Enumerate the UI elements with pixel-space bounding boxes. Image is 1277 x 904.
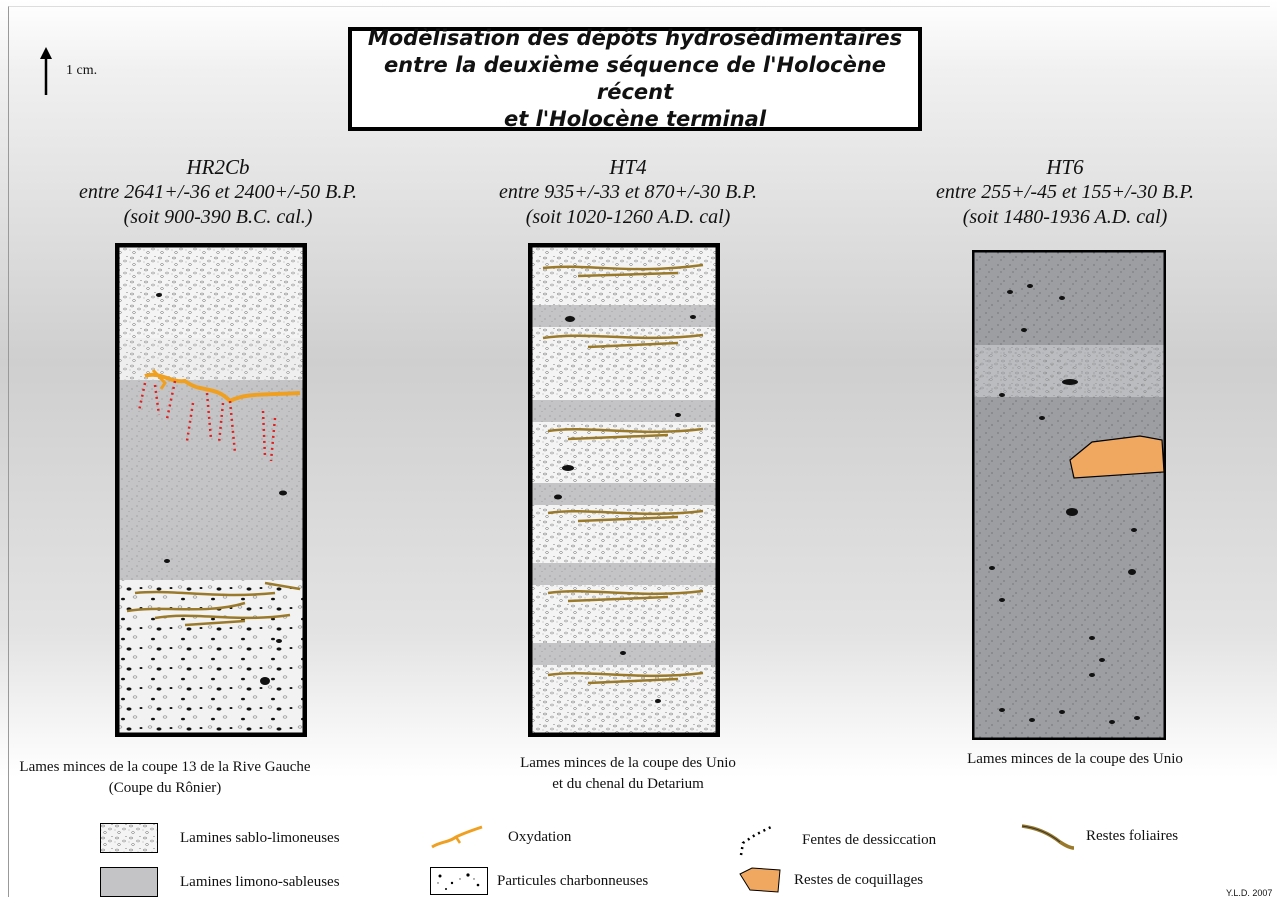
legend-label: Oxydation [508,828,572,845]
layer-silty-sand [528,483,720,505]
legend-charcoal: Particules charbonneuses [430,867,648,895]
column-dates: entre 255+/-45 et 155+/-30 B.P. [935,181,1195,203]
legend-label: Restes de coquillages [794,871,924,888]
column-dates: entre 935+/-33 et 870+/-30 B.P. [498,181,758,203]
legend-label: Lamines sablo-limoneuses [180,829,340,846]
thin-section-column-hr2cb [115,243,307,737]
caption-ht4: Lames minces de la coupe des Unio et du … [463,753,793,795]
legend-sandy-silt: Lamines sablo-limoneuses [100,823,340,853]
thin-section-column-ht4 [528,243,720,737]
title-line-2: entre la deuxième séquence de l'Holocène… [383,53,887,104]
column-code: HT4 [609,155,647,179]
desiccation-icon [739,825,772,856]
layer-silty-sand [528,305,720,327]
scale-arrow-icon [40,47,52,95]
layer-sandy-silt [115,243,307,338]
silty-sand-swatch-icon [100,867,158,897]
column-calibrated: (soit 1020-1260 A.D. cal) [525,206,731,228]
leaf-remains [542,263,704,685]
charcoal-particles [554,315,696,703]
oxidation-icon [431,825,483,849]
column-dates: entre 2641+/-36 et 2400+/-50 B.P. [78,181,358,203]
charcoal-swatch-icon [430,867,488,895]
diagram-title: Modèlisation des dépôts hydrosédimentair… [348,26,922,131]
shell-swatch-icon [739,867,781,893]
legend-leaf: Restes foliaires [1020,820,1178,852]
column-border [115,243,307,737]
layer-silty-sand [115,380,307,580]
caption-ht6: Lames minces de la coupe des Unio [910,749,1240,770]
layer-silty-sand [528,400,720,422]
charcoal-particles [156,293,287,685]
layer-sandy-silt-dense [115,338,307,380]
column-calibrated: (soit 1480-1936 A.D. cal) [962,206,1168,228]
leaf-remains-icon [1021,824,1075,850]
legend-silty-sand: Lamines limono-sableuses [100,867,340,897]
column-code: HR2Cb [186,155,250,179]
column-heading-hr2cb: HR2Cb entre 2641+/-36 et 2400+/-50 B.P. … [48,155,388,230]
column-code: HT6 [1046,155,1084,179]
oxidation-streak [151,368,167,390]
legend-shells: Restes de coquillages [738,866,923,894]
charcoal-particles [989,284,1140,724]
column-border [972,250,1166,740]
caption-line: (Coupe du Rônier) [108,780,222,796]
legend-desiccation: Fentes de dessiccation [735,823,936,857]
thin-section-column-ht6 [972,250,1166,740]
legend-label: Lamines limono-sableuses [180,873,340,890]
layer-silty-sand-dark [972,250,1166,740]
oxidation-streak [144,372,301,404]
leaf-remains [126,581,301,627]
column-heading-ht4: HT4 entre 935+/-33 et 870+/-30 B.P. (soi… [458,155,798,230]
caption-hr2cb: Lames minces de la coupe 13 de la Rive G… [0,757,330,799]
desiccation-cracks [137,380,277,462]
page-frame [8,6,1270,897]
legend-oxidation: Oxydation [430,823,571,851]
column-border [528,243,720,737]
caption-line: et du chenal du Detarium [552,776,704,792]
caption-line: Lames minces de la coupe des Unio [967,751,1183,767]
title-line-1: Modèlisation des dépôts hydrosédimentair… [367,26,903,50]
caption-line: Lames minces de la coupe 13 de la Rive G… [19,759,311,775]
layer-coarse-band [972,345,1166,397]
column-heading-ht6: HT6 entre 255+/-45 et 155+/-30 B.P. (soi… [895,155,1235,230]
scale-label: 1 cm. [66,63,98,78]
shell-remains [1069,435,1165,479]
legend-label: Fentes de dessiccation [802,831,937,848]
column-calibrated: (soit 900-390 B.C. cal.) [123,206,313,228]
sandy-silt-swatch-icon [100,823,158,853]
legend-label: Particules charbonneuses [497,872,649,889]
legend-label: Restes foliaires [1086,827,1179,844]
caption-line: Lames minces de la coupe des Unio [520,755,736,771]
author-credit: Y.L.D. 2007 [1226,888,1273,898]
title-line-3: et l'Holocène terminal [503,107,767,131]
layer-silty-sand [528,563,720,585]
layer-charcoal-rich [115,580,307,735]
